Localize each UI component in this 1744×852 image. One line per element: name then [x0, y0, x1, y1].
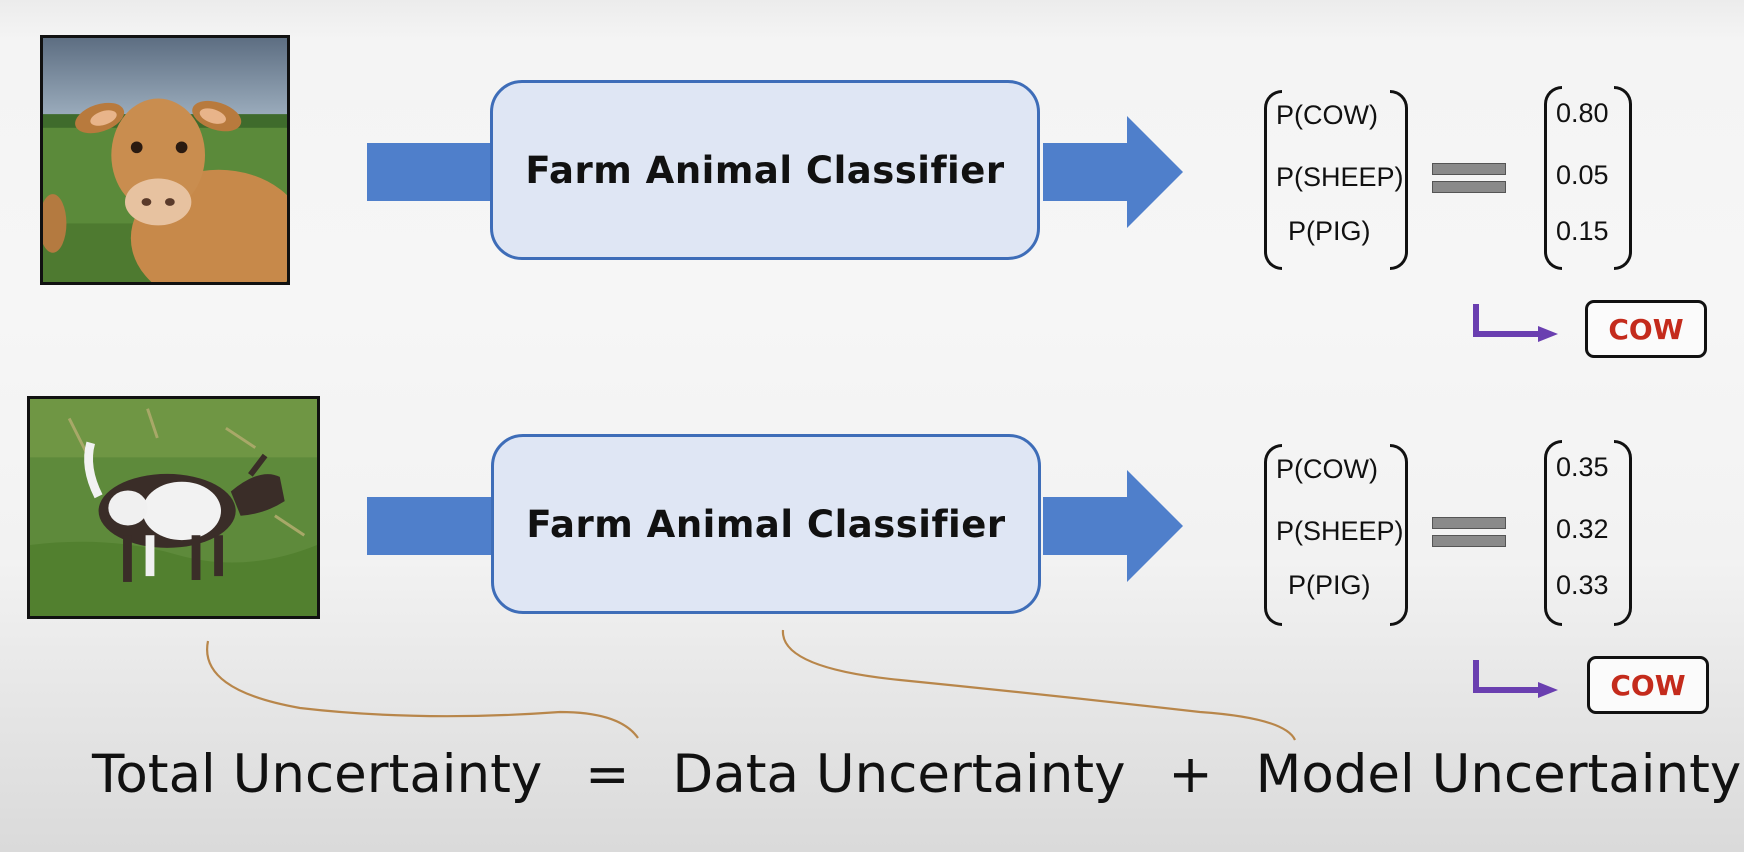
prob-label-cow: P(COW)	[1276, 100, 1378, 130]
total-uncertainty-term: Total Uncertainty	[92, 744, 543, 805]
data-uncertainty-curve	[206, 640, 639, 739]
prediction-label: COW	[1608, 312, 1684, 346]
model-uncertainty-curve	[781, 629, 1297, 741]
model-uncertainty-term: Model Uncertainty	[1255, 744, 1742, 805]
cow-photo	[40, 35, 290, 285]
prob-label-pig: P(PIG)	[1288, 570, 1371, 600]
farm-animal-classifier-box: Farm Animal Classifier	[490, 80, 1040, 260]
elbow-arrow-icon	[1473, 304, 1558, 342]
input-arrow	[367, 143, 492, 201]
plus-sign: +	[1168, 744, 1213, 805]
equals-bar-top	[1432, 163, 1506, 175]
uncertainty-formula: Total Uncertainty = Data Uncertainty + M…	[92, 744, 1741, 805]
classifier-label: Farm Animal Classifier	[525, 148, 1005, 192]
output-arrow-head	[1127, 116, 1183, 228]
prob-value-pig: 0.33	[1556, 570, 1609, 600]
classifier-label: Farm Animal Classifier	[526, 502, 1006, 546]
prediction-label: COW	[1610, 668, 1686, 702]
equals-bar-bottom	[1432, 535, 1506, 547]
equals-sign: =	[585, 744, 630, 805]
goat-photo	[27, 396, 320, 619]
elbow-arrow-icon	[1473, 660, 1558, 698]
prob-value-sheep: 0.32	[1556, 514, 1609, 544]
prediction-box: COW	[1587, 656, 1709, 714]
prediction-box: COW	[1585, 300, 1707, 358]
prob-value-cow: 0.35	[1556, 452, 1609, 482]
prob-value-pig: 0.15	[1556, 216, 1609, 246]
data-uncertainty-term: Data Uncertainty	[672, 744, 1126, 805]
prob-value-sheep: 0.05	[1556, 160, 1609, 190]
output-arrow-head	[1127, 470, 1183, 582]
prob-label-cow: P(COW)	[1276, 454, 1378, 484]
input-arrow	[367, 497, 492, 555]
output-arrow	[1043, 497, 1129, 555]
prob-label-sheep: P(SHEEP)	[1276, 516, 1404, 546]
equals-bar-top	[1432, 517, 1506, 529]
farm-animal-classifier-box: Farm Animal Classifier	[491, 434, 1041, 614]
output-arrow	[1043, 143, 1129, 201]
equals-bar-bottom	[1432, 181, 1506, 193]
prob-label-pig: P(PIG)	[1288, 216, 1371, 246]
prob-label-sheep: P(SHEEP)	[1276, 162, 1404, 192]
prob-value-cow: 0.80	[1556, 98, 1609, 128]
